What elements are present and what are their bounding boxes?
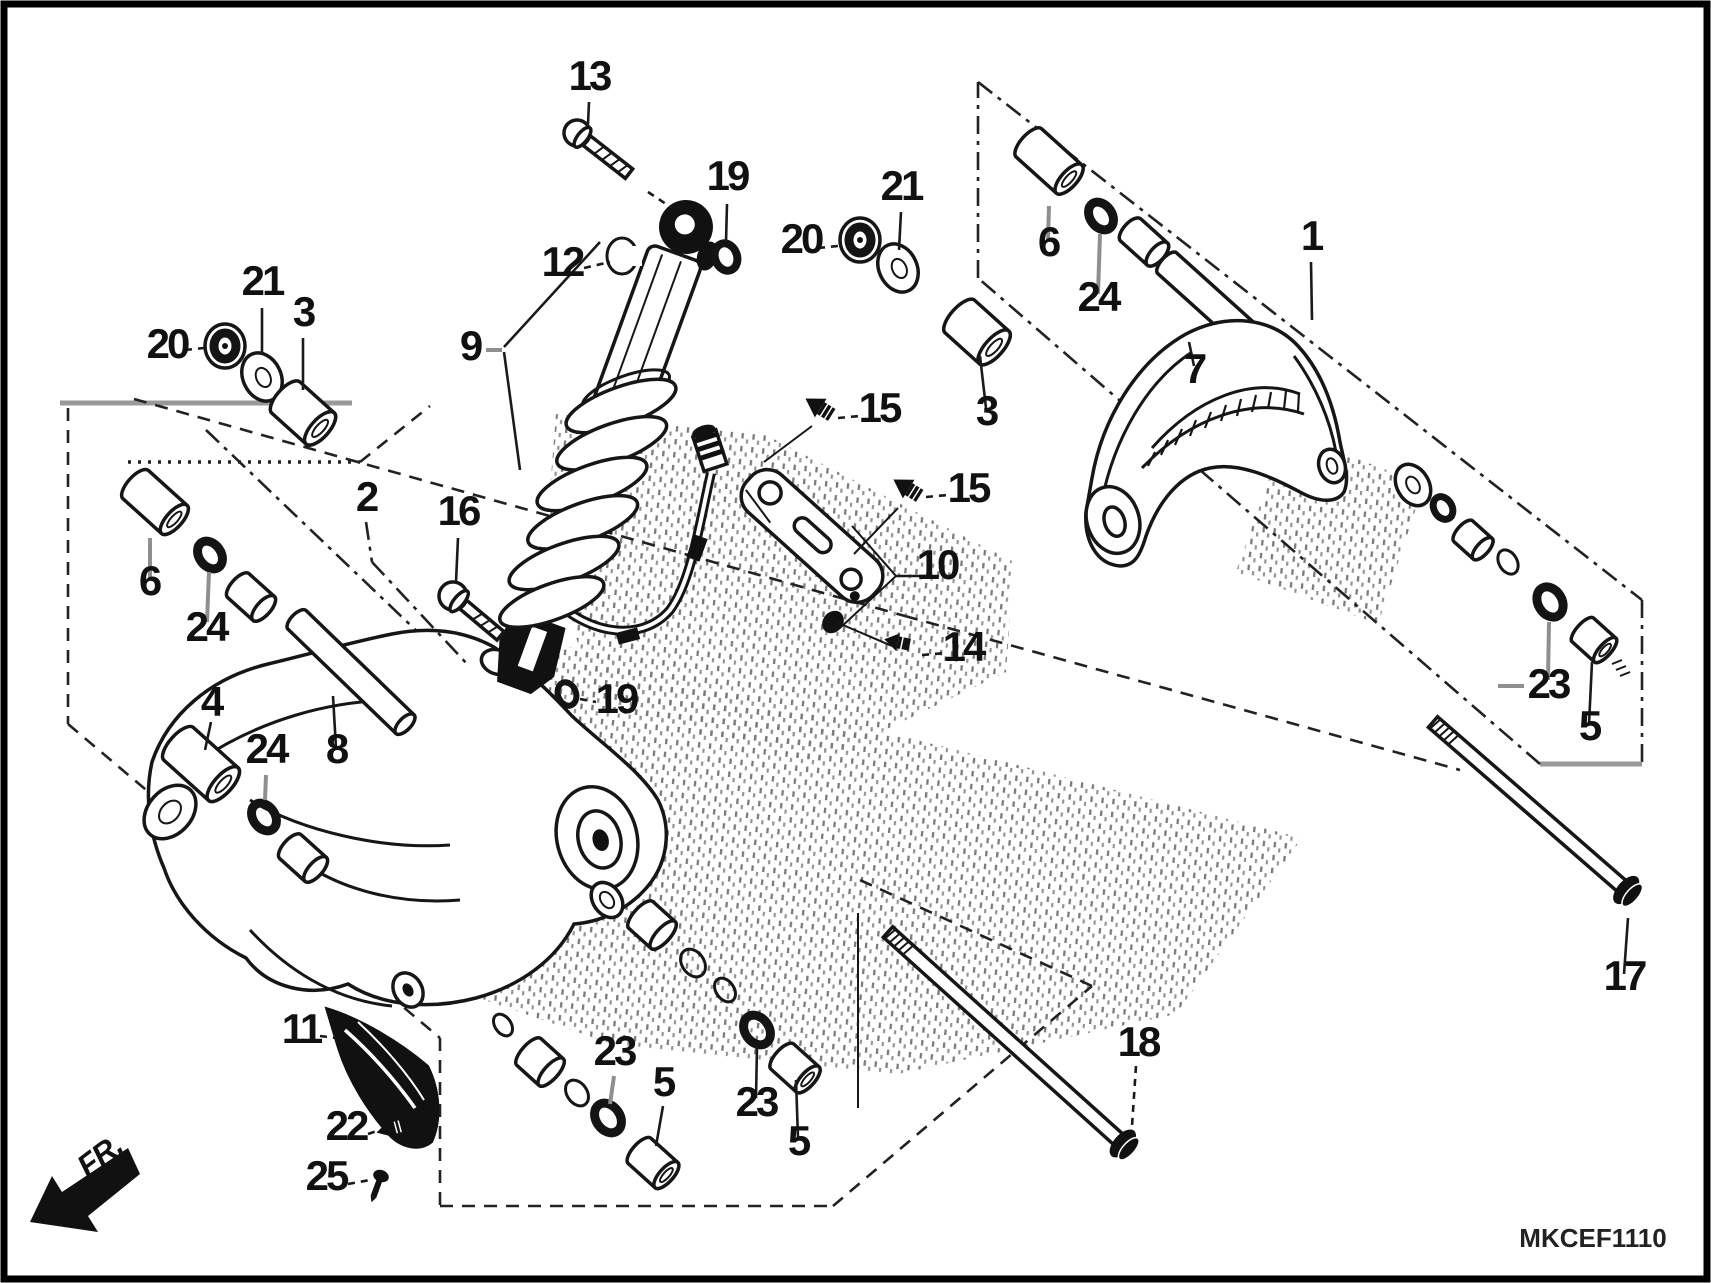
collar-6-left [119, 467, 191, 537]
bolt-13-leader [647, 190, 673, 210]
part-label-11: 11 [282, 1005, 323, 1052]
part-label-17: 17 [1604, 952, 1646, 999]
part-label-1: 1 [1301, 212, 1324, 259]
mount-bolt-16 [437, 580, 507, 643]
oring-23-right [1532, 582, 1568, 622]
bushing-3-left [268, 379, 338, 447]
bearing-chain-lower [491, 1012, 681, 1191]
bushing-3-right [942, 297, 1013, 367]
part-label-9: 9 [460, 322, 482, 369]
pivot-bolt-17 [1425, 714, 1644, 908]
washer-21-right [876, 242, 920, 294]
oring-24-right [1084, 197, 1118, 235]
shock-absorber [497, 200, 730, 695]
part-label-20-right: 20 [781, 215, 823, 262]
arm-right-boss [1316, 447, 1348, 485]
bushing-small-left-upper [224, 571, 278, 623]
part-label-13: 13 [569, 52, 611, 99]
bracket-bolt-14 [884, 633, 911, 652]
left-assembly-boundary [60, 397, 1461, 1208]
arm-hatch-band [1147, 390, 1301, 467]
part-label-12: 12 [542, 238, 584, 285]
upper-mount-bolt-13 [562, 118, 636, 181]
pivot-bolt-18 [880, 924, 1140, 1161]
bearing-chain-right [1393, 462, 1631, 677]
part-label-21-left: 21 [242, 257, 285, 304]
part-label-25: 25 [306, 1152, 349, 1199]
part-label-24-right: 24 [1078, 273, 1122, 320]
swingarm-gear-case [142, 628, 669, 1009]
oring-23-lower-chain [590, 1098, 626, 1138]
cable-bracket-10 [739, 467, 885, 605]
part-label-6-left: 6 [139, 557, 161, 604]
bracket-bolt-15a [805, 398, 836, 421]
part-label-3-left: 3 [293, 288, 315, 335]
case-pivot-tube [142, 783, 198, 841]
washer-19-top [710, 239, 742, 275]
pivot-pipe-8 [285, 607, 417, 737]
part-label-5-lower: 5 [653, 1058, 676, 1105]
spring-clamp-12 [605, 236, 642, 276]
swingarm-right-arm [1084, 318, 1349, 568]
oring-24-left-lower [247, 798, 281, 836]
guard-bolt-22 [376, 1119, 407, 1138]
part-label-23-right: 23 [1528, 660, 1570, 707]
case-hub-bore [554, 784, 640, 892]
part-label-14: 14 [943, 623, 987, 670]
stopper-nut-20-right [838, 216, 882, 264]
case-front-eye [391, 971, 425, 1009]
part-label-21-right: 21 [881, 162, 924, 209]
part-label-15-b: 15 [948, 464, 991, 511]
part-label-24-left-upper: 24 [186, 603, 230, 650]
oring-23-upper-chain [739, 1010, 775, 1050]
shock-spring [498, 368, 678, 630]
part-label-19-top: 19 [707, 152, 749, 199]
part-label-23-lower: 23 [594, 1027, 636, 1074]
fr-arrow-icon [30, 1148, 140, 1232]
guard-screw-25 [370, 1169, 389, 1203]
diagram-code: MKCEF1110 [1519, 1223, 1666, 1253]
part-label-15-a: 15 [859, 384, 902, 431]
washer-19-mid [554, 679, 580, 709]
part-label-23-upper: 23 [736, 1078, 778, 1125]
part-label-5-right: 5 [1579, 702, 1602, 749]
bracket-lower-eye [822, 610, 844, 634]
part-label-24-left-lower: 24 [246, 725, 290, 772]
leader-lines [148, 101, 1630, 1186]
part-label-22: 22 [326, 1102, 368, 1149]
oring-24-left-upper [193, 536, 227, 574]
guard-plate-11 [324, 1006, 440, 1149]
collar-4 [160, 724, 242, 804]
right-assembly-boundary [976, 80, 1644, 767]
bushing-5-upper-chain [768, 1041, 822, 1095]
part-label-5-upper: 5 [788, 1117, 811, 1164]
bearing-chain-upper [589, 880, 822, 1095]
part-label-18: 18 [1118, 1018, 1161, 1065]
bushing-5-right [1569, 615, 1619, 665]
bushing-small-right [1117, 216, 1171, 268]
part-label-10: 10 [917, 541, 959, 588]
part-label-20-left: 20 [147, 320, 189, 367]
bracket-bolt-15b [893, 479, 924, 502]
part-label-16: 16 [438, 487, 480, 534]
part-label-8: 8 [326, 725, 349, 772]
part-label-6-right: 6 [1038, 218, 1060, 265]
part-label-3-right: 3 [976, 387, 998, 434]
arm-left-eye [1084, 484, 1142, 556]
part-label-19-mid: 19 [596, 675, 638, 722]
part-label-2: 2 [356, 473, 378, 520]
collar-6-right [1013, 126, 1085, 196]
part-callouts: 13 19 12 9 21 20 3 2 16 6 24 4 24 8 19 1… [139, 52, 1649, 1199]
bushing-small-left-lower [276, 832, 330, 884]
bushing-5-lower-chain [625, 1135, 681, 1191]
stopper-nut-20-left [203, 322, 247, 370]
part-label-7: 7 [1184, 345, 1206, 392]
hose-connector [690, 424, 730, 474]
shock-hose [536, 424, 730, 645]
